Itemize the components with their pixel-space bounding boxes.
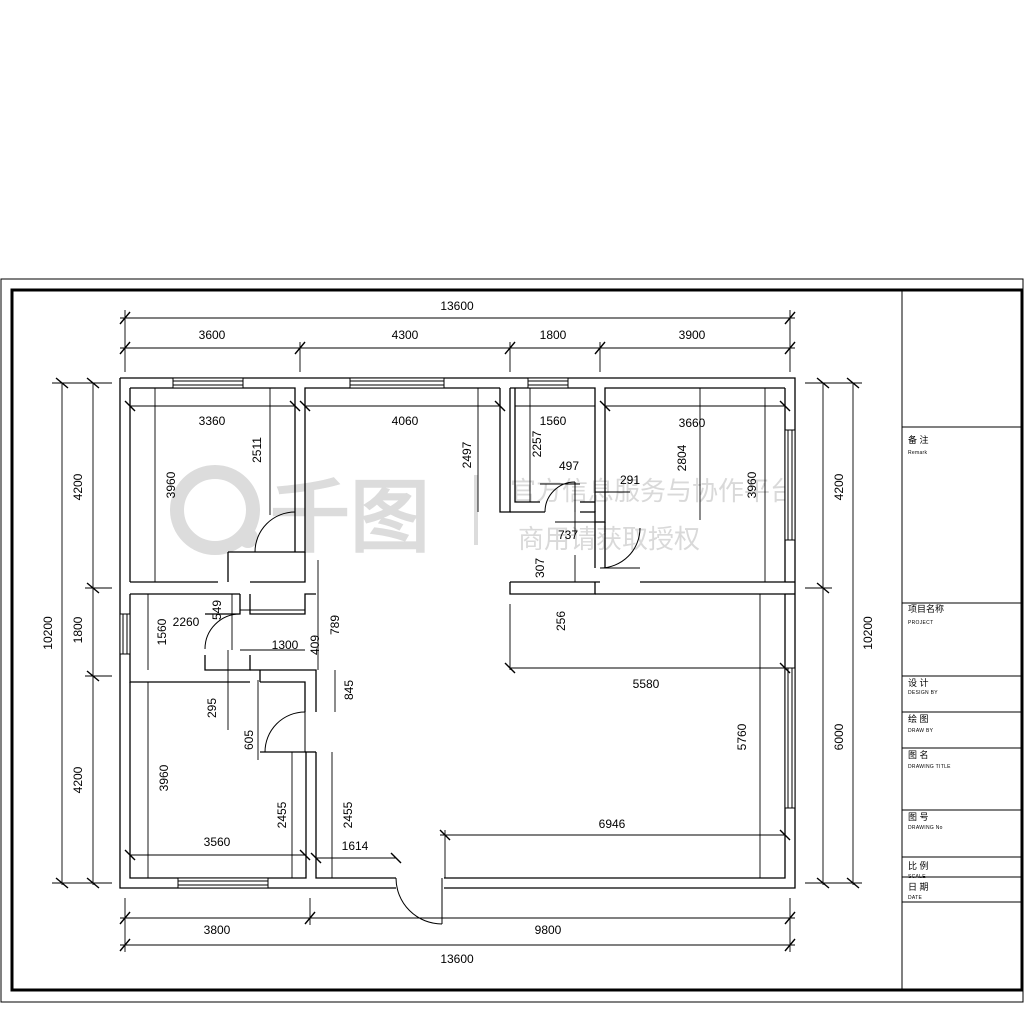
dim-door-291: 291: [620, 473, 640, 487]
dim-right-1: 4200: [832, 473, 846, 500]
dimension-labels: 13600 3600 4300 1800 3900 3800 9800 1360…: [41, 299, 875, 966]
dim-1300: 1300: [272, 638, 299, 652]
dim-living-height: 5760: [735, 723, 749, 750]
tb-remark-en: Remark: [908, 450, 928, 456]
dim-bottom-total: 13600: [440, 952, 474, 966]
dim-549: 549: [210, 600, 224, 620]
dim-left-2: 1800: [71, 616, 85, 643]
dim-ne-height: 3960: [745, 471, 759, 498]
dim-nw-height: 3960: [164, 471, 178, 498]
tb-title-en: DRAWING TITLE: [908, 764, 951, 770]
windows: [119, 377, 796, 889]
dimension-ticks: [55, 311, 860, 952]
tb-design-en: DESIGN BY: [908, 690, 938, 696]
title-block: [901, 290, 1022, 990]
tb-draw-cn: 绘 图: [908, 713, 929, 724]
dim-right-2: 6000: [832, 723, 846, 750]
dim-409: 409: [308, 635, 322, 655]
tb-number-cn: 图 号: [908, 812, 929, 822]
tb-design-cn: 设 计: [908, 677, 929, 688]
dim-top-1: 3600: [199, 328, 226, 342]
dim-bath-w-width: 2260: [173, 615, 200, 629]
dim-789: 789: [328, 615, 342, 635]
doors: [204, 481, 641, 925]
dim-295: 295: [205, 698, 219, 718]
dim-top-3: 1800: [540, 328, 567, 342]
dim-307: 307: [533, 558, 547, 578]
dim-left-1: 4200: [71, 473, 85, 500]
tb-title-cn: 图 名: [908, 749, 929, 760]
dim-top-2: 4300: [392, 328, 419, 342]
dim-bath-n-height: 2257: [530, 430, 544, 457]
dim-sw-wall: 2455: [275, 801, 289, 828]
dim-nw-width: 3360: [199, 414, 226, 428]
dim-door-497: 497: [559, 459, 579, 473]
tb-project-en: PROJECT: [908, 620, 933, 626]
dim-845: 845: [342, 680, 356, 700]
dim-top-total: 13600: [440, 299, 474, 313]
dim-605: 605: [242, 730, 256, 750]
dim-bottom-1: 3800: [204, 923, 231, 937]
tb-project-cn: 项目名称: [908, 603, 944, 614]
dim-n-width: 4060: [392, 414, 419, 428]
dim-right-total: 10200: [861, 616, 875, 650]
dim-sw-height: 3960: [157, 764, 171, 791]
tb-remark-cn: 备 注: [908, 434, 929, 445]
dim-n-height: 2497: [460, 441, 474, 468]
tb-scale-en: SCALE: [908, 874, 926, 880]
title-block-labels: 备 注 Remark 项目名称 PROJECT 设 计 DESIGN BY 绘 …: [908, 434, 951, 901]
watermark-logo: 千图: [270, 471, 430, 564]
dim-ne-wall: 2804: [675, 444, 689, 471]
dim-nw-wall: 2511: [250, 437, 264, 463]
tb-number-en: DRAWING No: [908, 825, 943, 831]
walls: [119, 377, 796, 889]
dim-737: 737: [558, 528, 578, 542]
dimension-lines: [52, 310, 862, 952]
dim-sw-width: 3560: [204, 835, 231, 849]
dim-left-total: 10200: [41, 616, 55, 650]
dim-hall-6946: 6946: [599, 817, 626, 831]
dim-256: 256: [554, 611, 568, 631]
watermark: 千图 官方信息服务与协作平台 商用请获取授权: [170, 465, 796, 564]
dim-living-width: 5580: [633, 677, 660, 691]
dim-entry-1614: 1614: [342, 839, 369, 853]
dim-ne-width: 3660: [679, 416, 706, 430]
sheet-inner-border: [10, 288, 1024, 992]
dim-top-4: 3900: [679, 328, 706, 342]
tb-scale-cn: 比 例: [908, 860, 929, 871]
tb-date-en: DATE: [908, 895, 923, 901]
watermark-line1: 官方信息服务与协作平台: [510, 477, 796, 507]
tb-draw-en: DRAW BY: [908, 728, 934, 734]
dim-bath-w-height: 1560: [155, 618, 169, 645]
tb-date-cn: 日 期: [908, 882, 929, 892]
dim-bath-n-width: 1560: [540, 414, 567, 428]
dim-corridor-wall: 2455: [341, 801, 355, 828]
watermark-line2: 商用请获取授权: [518, 525, 700, 555]
dim-bottom-2: 9800: [535, 923, 562, 937]
dim-left-3: 4200: [71, 766, 85, 793]
